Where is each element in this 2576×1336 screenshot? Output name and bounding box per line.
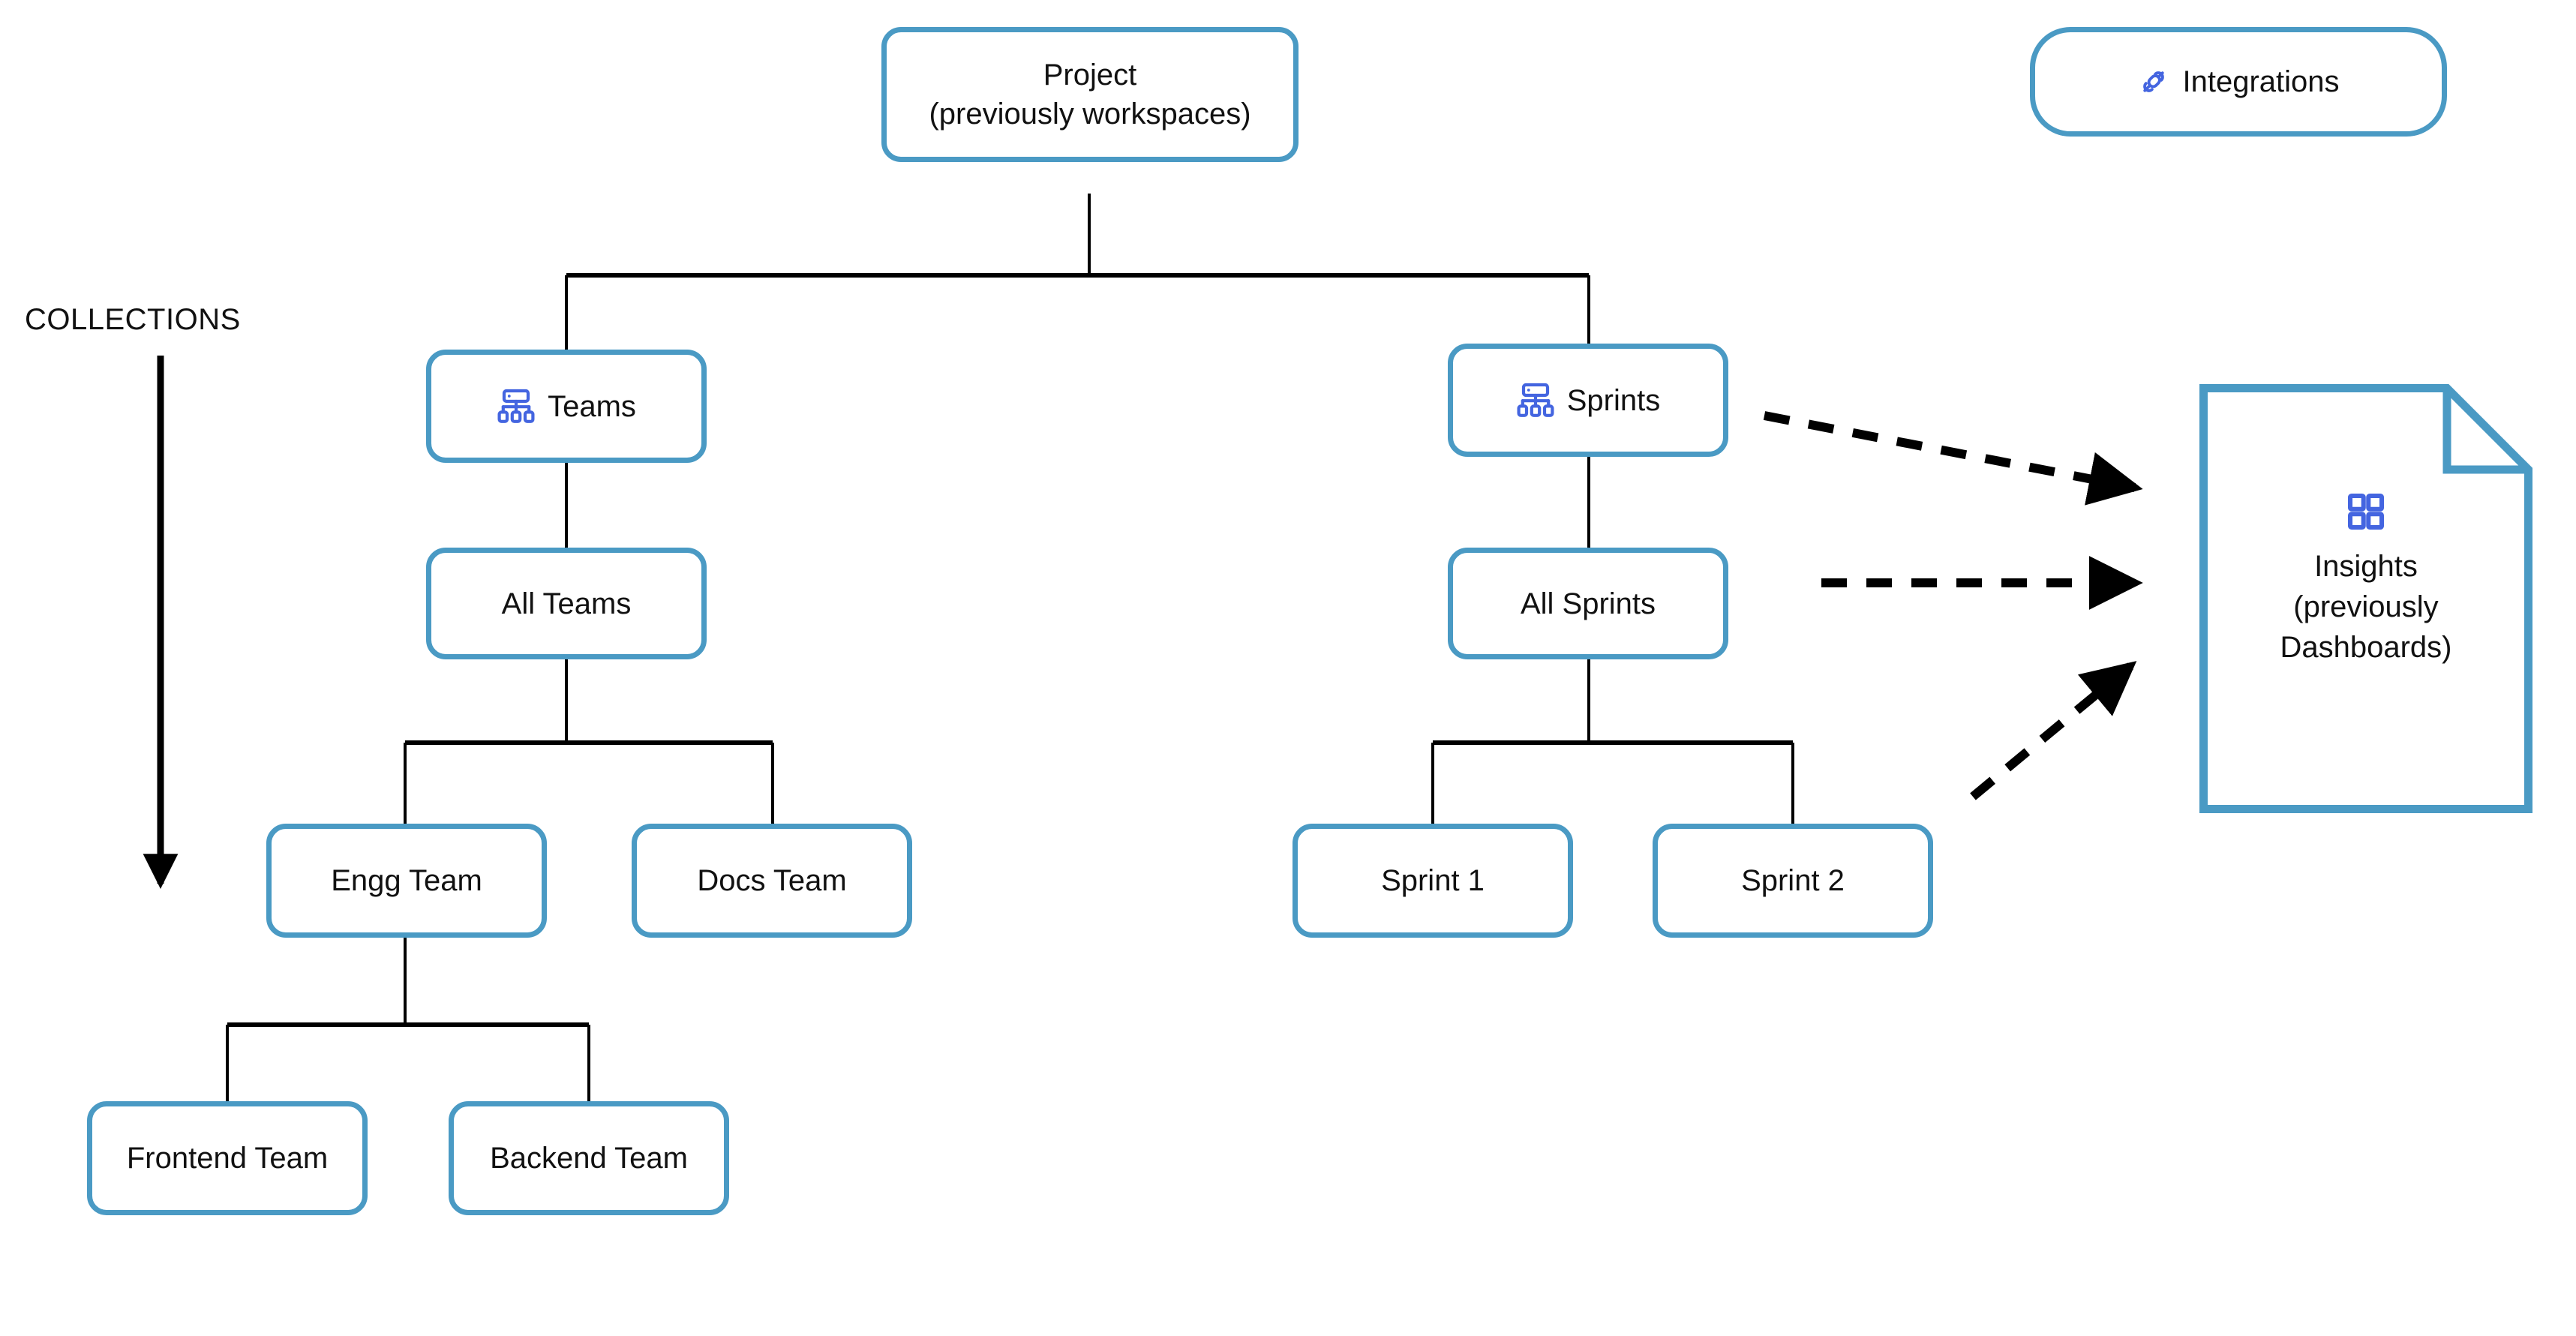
node-backend-team[interactable]: Backend Team [449, 1101, 729, 1215]
node-sprints[interactable]: Sprints [1448, 344, 1728, 457]
node-all-teams[interactable]: All Teams [426, 548, 707, 659]
edge-sprints-to-insights [1763, 411, 2143, 506]
collections-label: COLLECTIONS [25, 303, 241, 336]
node-engg-team[interactable]: Engg Team [266, 824, 547, 938]
edge-sprint2-to-insights [1970, 661, 2137, 800]
document-shape [2199, 384, 2532, 813]
node-integrations[interactable]: Integrations [2030, 27, 2447, 137]
node-teams[interactable]: Teams [426, 350, 707, 463]
node-backend-team-label: Backend Team [490, 1142, 688, 1175]
node-all-sprints[interactable]: All Sprints [1448, 548, 1728, 659]
node-insights-label: Insights (previously Dashboards) [2280, 550, 2452, 664]
hierarchy-icon [497, 388, 536, 425]
node-frontend-team-label: Frontend Team [126, 1142, 329, 1175]
node-sprint-2[interactable]: Sprint 2 [1653, 824, 1933, 938]
node-all-teams-label: All Teams [501, 587, 632, 620]
node-sprint-1-label: Sprint 1 [1381, 864, 1485, 897]
plug-icon [2137, 65, 2170, 98]
node-project-label: Project (previously workspaces) [929, 59, 1251, 131]
node-integrations-label: Integrations [2182, 65, 2340, 98]
node-project[interactable]: Project (previously workspaces) [881, 27, 1299, 162]
node-all-sprints-label: All Sprints [1520, 587, 1656, 620]
node-engg-team-label: Engg Team [331, 864, 482, 897]
node-sprints-label: Sprints [1566, 383, 1661, 417]
node-teams-label: Teams [548, 389, 636, 423]
node-sprint-2-label: Sprint 2 [1741, 864, 1845, 897]
node-frontend-team[interactable]: Frontend Team [87, 1101, 368, 1215]
hierarchy-icon [1516, 382, 1555, 419]
node-sprint-1[interactable]: Sprint 1 [1293, 824, 1573, 938]
node-docs-team-label: Docs Team [697, 864, 847, 897]
node-insights[interactable]: Insights (previously Dashboards) [2199, 384, 2532, 813]
dashboard-grid-icon [2345, 491, 2387, 533]
node-docs-team[interactable]: Docs Team [632, 824, 912, 938]
